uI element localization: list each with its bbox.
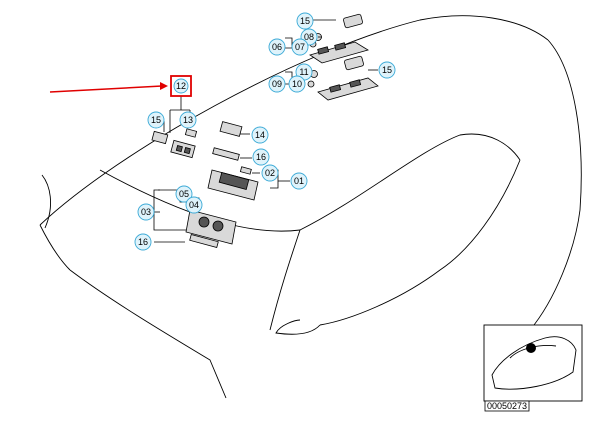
callout-14[interactable]: 14 xyxy=(251,126,269,144)
inset-thumbnail: 00050273 xyxy=(483,324,583,412)
callout-01[interactable]: 01 xyxy=(290,172,308,190)
callout-label: 08 xyxy=(304,32,314,42)
callout-13[interactable]: 13 xyxy=(179,111,197,129)
callout-03[interactable]: 03 xyxy=(137,203,155,221)
callout-label: 04 xyxy=(189,200,199,210)
callout-label: 05 xyxy=(179,189,189,199)
diagram-code: 00050273 xyxy=(487,401,527,411)
part-group-top-console xyxy=(309,13,369,71)
callout-04[interactable]: 04 xyxy=(185,196,203,214)
callout-06[interactable]: 06 xyxy=(268,38,286,56)
callout-label: 15 xyxy=(300,16,310,26)
callout-07[interactable]: 07 xyxy=(291,38,309,56)
callout-label: 02 xyxy=(265,168,275,178)
callout-label: 11 xyxy=(299,67,308,77)
callout-label: 16 xyxy=(138,237,148,247)
callout-label: 15 xyxy=(151,115,161,125)
callout-15-left[interactable]: 15 xyxy=(147,111,165,129)
callout-16-top[interactable]: 16 xyxy=(252,148,270,166)
callouts: 15 08 06 07 15 11 09 10 xyxy=(134,12,396,251)
callout-label: 03 xyxy=(141,207,151,217)
callout-label: 01 xyxy=(294,176,304,186)
callout-12-highlighted[interactable]: 12 xyxy=(170,75,192,97)
callout-15-top[interactable]: 15 xyxy=(296,12,314,30)
callout-10[interactable]: 10 xyxy=(288,75,306,93)
callout-label: 12 xyxy=(176,81,186,91)
callout-label: 13 xyxy=(183,115,193,125)
highlight-arrow xyxy=(49,82,168,93)
callout-09[interactable]: 09 xyxy=(268,75,286,93)
callout-05[interactable]: 05 xyxy=(175,185,193,203)
part-group-front-console xyxy=(151,121,259,249)
callout-label: 09 xyxy=(272,79,282,89)
callout-label: 14 xyxy=(255,130,265,140)
callout-label: 07 xyxy=(295,42,305,52)
callout-label: 16 xyxy=(256,152,266,162)
callout-label: 15 xyxy=(382,65,392,75)
callout-label: 06 xyxy=(272,42,282,52)
callout-label: 10 xyxy=(292,79,302,89)
callout-15-right[interactable]: 15 xyxy=(378,61,396,79)
part-group-rear-console xyxy=(307,70,379,101)
callout-02[interactable]: 02 xyxy=(261,164,279,182)
callout-16-bottom[interactable]: 16 xyxy=(134,233,152,251)
